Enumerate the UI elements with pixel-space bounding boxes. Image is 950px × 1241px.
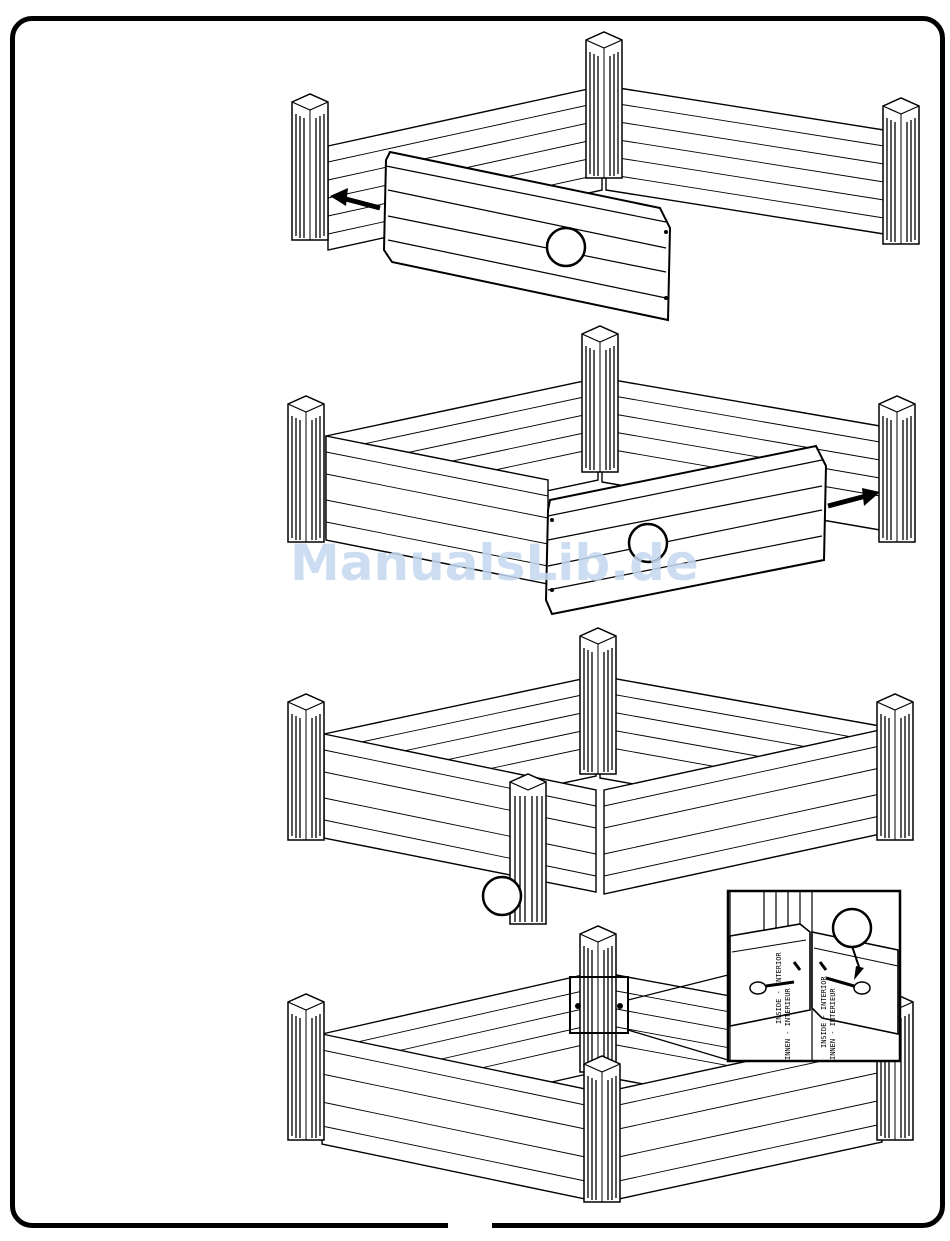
step-1-illustration: [292, 32, 919, 320]
inset-label-line4: INNEN - INTERIEUR: [829, 988, 837, 1060]
inset-label-line1: INSIDE - INTERIOR: [775, 952, 783, 1024]
inset-label-line2: INNEN - INTERIEUR: [784, 988, 792, 1060]
detail-inset: INSIDE - INTERIOR INNEN - INTERIEUR INSI…: [728, 891, 900, 1061]
detail-callout-circle: [833, 909, 871, 947]
step-3-callout-circle: [483, 877, 521, 915]
step-3-illustration: [288, 628, 913, 924]
watermark: ManualsLib.de: [290, 534, 699, 592]
step-1-callout-circle: [547, 228, 585, 266]
inset-label-line3: INSIDE - INTERIOR: [820, 976, 828, 1048]
